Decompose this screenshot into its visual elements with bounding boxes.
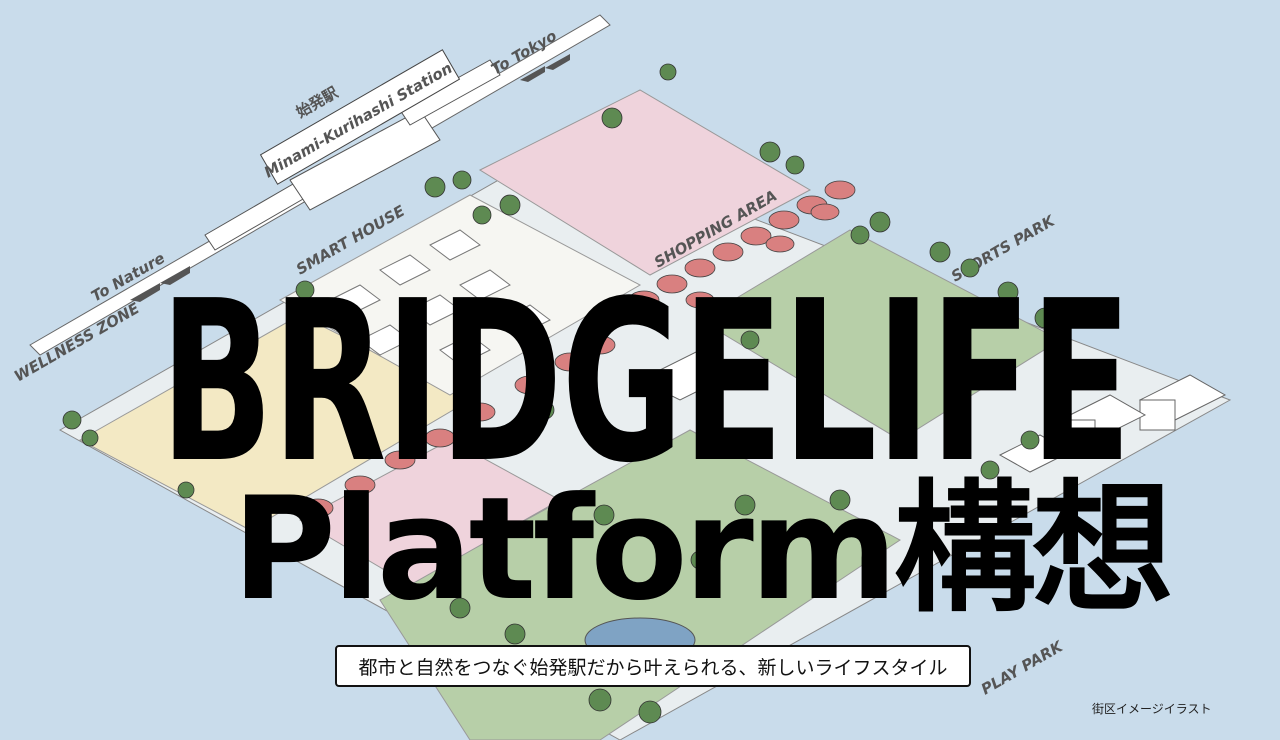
play-park-label: PLAY PARK [978,637,1067,699]
hero-title-platform: Platform構想 [232,467,1174,632]
blossom-trees [302,180,856,518]
direction-arrows [130,54,570,302]
railway [29,14,611,356]
shopping-area [478,89,812,276]
hero-title-bridgelife: BRIDGELIFE [160,254,1132,512]
wellness-zone [78,314,472,531]
wellness-zone-label: WELLNESS ZONE [11,299,143,386]
sports-park [699,229,1062,441]
smart-houses [329,229,551,366]
station-sign [259,49,461,185]
buildings-right [638,349,1227,473]
hero-tagline: 都市と自然をつなぐ始発駅だから叶えられる、新しいライフスタイル [335,645,971,687]
illustration-caption: 街区イメージイラスト [1092,702,1212,716]
trees [62,63,1056,724]
